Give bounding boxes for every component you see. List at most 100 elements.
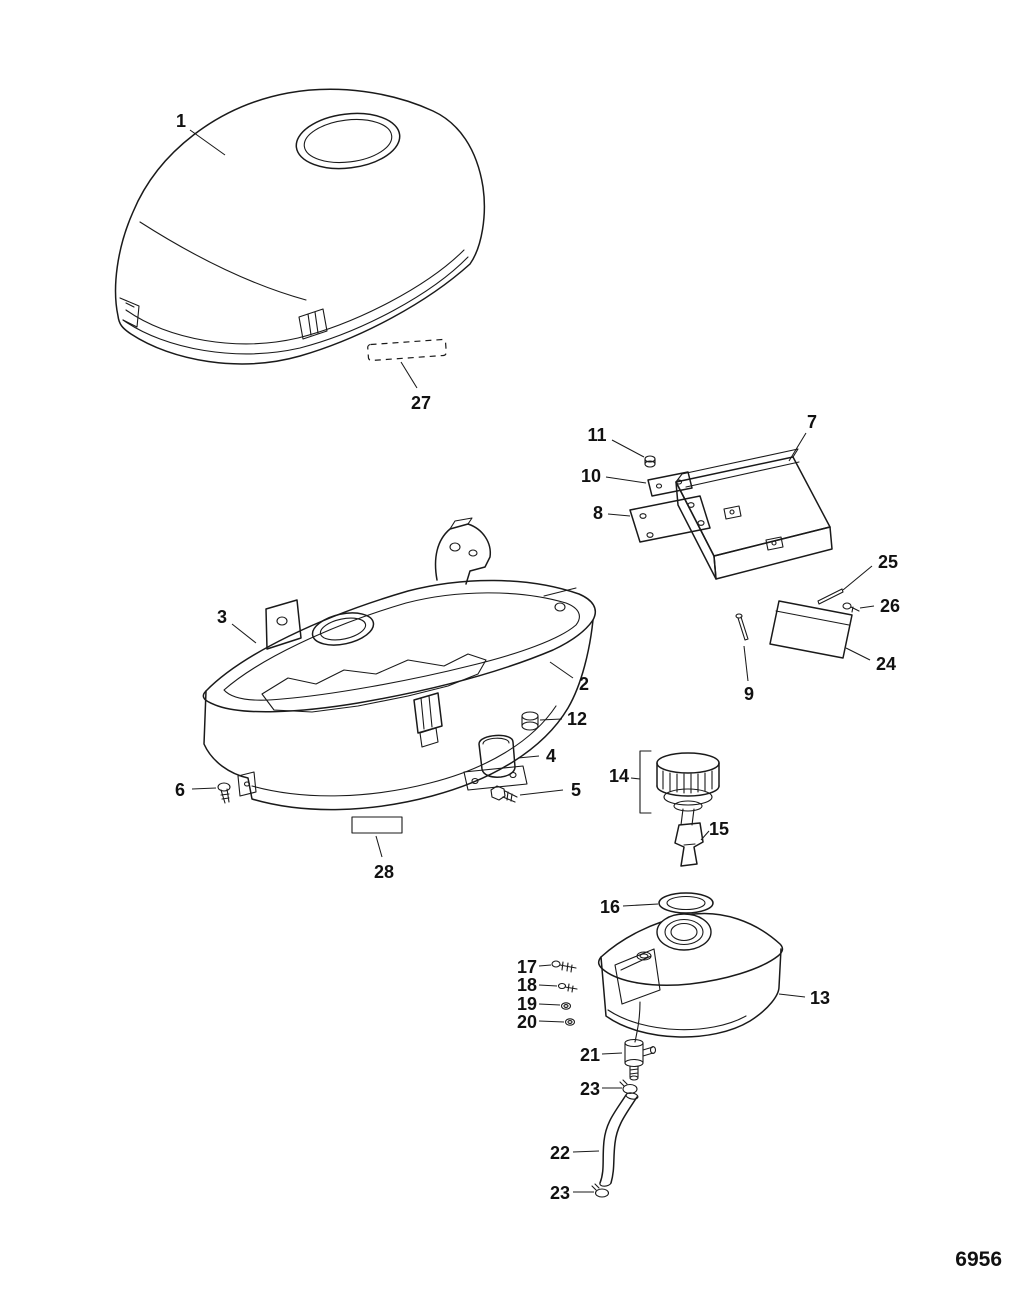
- hose-bottom-end: [599, 1182, 612, 1187]
- leader-3: [231, 623, 257, 644]
- fuel-tank-13: [597, 912, 784, 1043]
- cap-bracket: [639, 750, 652, 814]
- screw-6-shaft: [220, 788, 230, 804]
- decal-strip: [367, 338, 447, 362]
- cap-bottom-arc: [656, 785, 720, 797]
- float-stem: [680, 808, 695, 826]
- washer-20-inner: [567, 1020, 573, 1024]
- clamp-band-inner: [482, 737, 510, 745]
- mount-plate-hole-1: [639, 513, 647, 519]
- small-plate-outline: [647, 471, 693, 497]
- tank-vent-cap-inner: [639, 953, 649, 959]
- top-cowl-rim-line-2: [122, 256, 469, 355]
- bushing-top: [521, 711, 539, 721]
- screw-18-shaft: [564, 983, 578, 993]
- tray-clip-2-hole: [771, 540, 777, 546]
- mount-plate-hole-3: [646, 532, 654, 538]
- leader-10: [605, 476, 647, 484]
- leader-15: [700, 830, 710, 841]
- hose-clamp-23-upper: [619, 1079, 638, 1095]
- screw-17-head: [551, 960, 561, 968]
- seal-ring-inner: [666, 895, 706, 911]
- leader-13: [778, 993, 806, 998]
- callout-2: 2: [579, 674, 589, 694]
- callout-4: 4: [546, 746, 556, 766]
- hose-clamp-lower-tabs: [591, 1183, 600, 1191]
- valve-barb-end: [649, 1045, 657, 1055]
- callout-24: 24: [876, 654, 896, 674]
- callout-27: 27: [411, 393, 431, 413]
- top-cowl-crease: [139, 221, 307, 301]
- callout-10: 10: [581, 466, 601, 486]
- top-cowl: [114, 88, 486, 365]
- callout-8: 8: [593, 503, 603, 523]
- cap-top: [656, 752, 720, 774]
- callout-20: 20: [517, 1012, 537, 1032]
- callout-1: 1: [176, 111, 186, 131]
- clamp-flange: [463, 765, 528, 791]
- decal-28: [351, 816, 403, 834]
- cover-plate-outline: [769, 600, 853, 659]
- screw-6: [217, 782, 231, 804]
- leader-5: [519, 789, 564, 796]
- tray-lip: [675, 448, 799, 483]
- leader-18: [538, 984, 558, 987]
- gauge-float-15: [674, 808, 704, 867]
- leader-22: [572, 1150, 600, 1153]
- decal-strip-outline: [367, 338, 447, 362]
- bushing-12: [521, 711, 539, 731]
- callout-16: 16: [600, 897, 620, 917]
- right-flange-edge: [543, 587, 577, 597]
- callout-23-lower: 23: [550, 1183, 570, 1203]
- valve-bottom: [624, 1058, 644, 1068]
- washer-20: [564, 1018, 576, 1026]
- pin-25-shaft: [817, 588, 844, 605]
- leader-20: [538, 1020, 565, 1023]
- cowl-floor-opening: [261, 653, 487, 713]
- callout-26: 26: [880, 596, 900, 616]
- steering-tube-hole: [311, 612, 375, 646]
- tray-clip-1-hole: [729, 509, 735, 515]
- hose-left-edge: [599, 1094, 627, 1184]
- washer-19-inner: [563, 1004, 569, 1008]
- callout-5: 5: [571, 780, 581, 800]
- bolt-shaft: [502, 790, 518, 803]
- leader-2: [549, 661, 574, 679]
- bolt-5: [490, 785, 518, 803]
- bushing-sides: [521, 715, 539, 727]
- leader-27: [400, 361, 418, 389]
- bottom-cowl-skirt: [203, 619, 594, 811]
- leader-6: [191, 787, 217, 790]
- callout-3: 3: [217, 607, 227, 627]
- bottom-cowl-rim-outer: [202, 579, 597, 713]
- bolt-head: [490, 785, 506, 801]
- tank-filler-neck-bore: [670, 922, 698, 942]
- screw-18: [557, 982, 578, 993]
- float-line: [683, 843, 696, 846]
- small-plate-hole-2: [675, 479, 683, 485]
- mount-plate-hole-2: [687, 502, 695, 508]
- cowl-latch-lower-lines: [420, 695, 433, 730]
- right-flange-hole: [554, 602, 566, 612]
- nut-bottom: [644, 460, 656, 468]
- pin-9: [735, 613, 749, 641]
- hose-right-edge: [610, 1096, 638, 1184]
- washer-20-outer: [564, 1018, 576, 1026]
- top-cowl-outline: [114, 88, 486, 365]
- steering-bracket-tab: [449, 517, 473, 530]
- clamp-flange-hole-1: [471, 777, 479, 785]
- valve-barb: [642, 1046, 654, 1057]
- steering-bracket-hole-2: [468, 549, 478, 557]
- tank-body: [600, 948, 782, 1038]
- top-cowl-air-opening-inner: [303, 118, 393, 164]
- leader-14: [630, 777, 641, 780]
- callout-25: 25: [878, 552, 898, 572]
- screw-18-head: [557, 982, 567, 990]
- drawing-number: 6956: [955, 1248, 1002, 1271]
- pin-9-head: [735, 613, 743, 619]
- cover-plate-24: [769, 600, 853, 659]
- tank-bottom-band: [607, 1009, 747, 1031]
- top-cowl-latch-lines: [307, 311, 319, 336]
- leader-lines: [189, 129, 875, 1193]
